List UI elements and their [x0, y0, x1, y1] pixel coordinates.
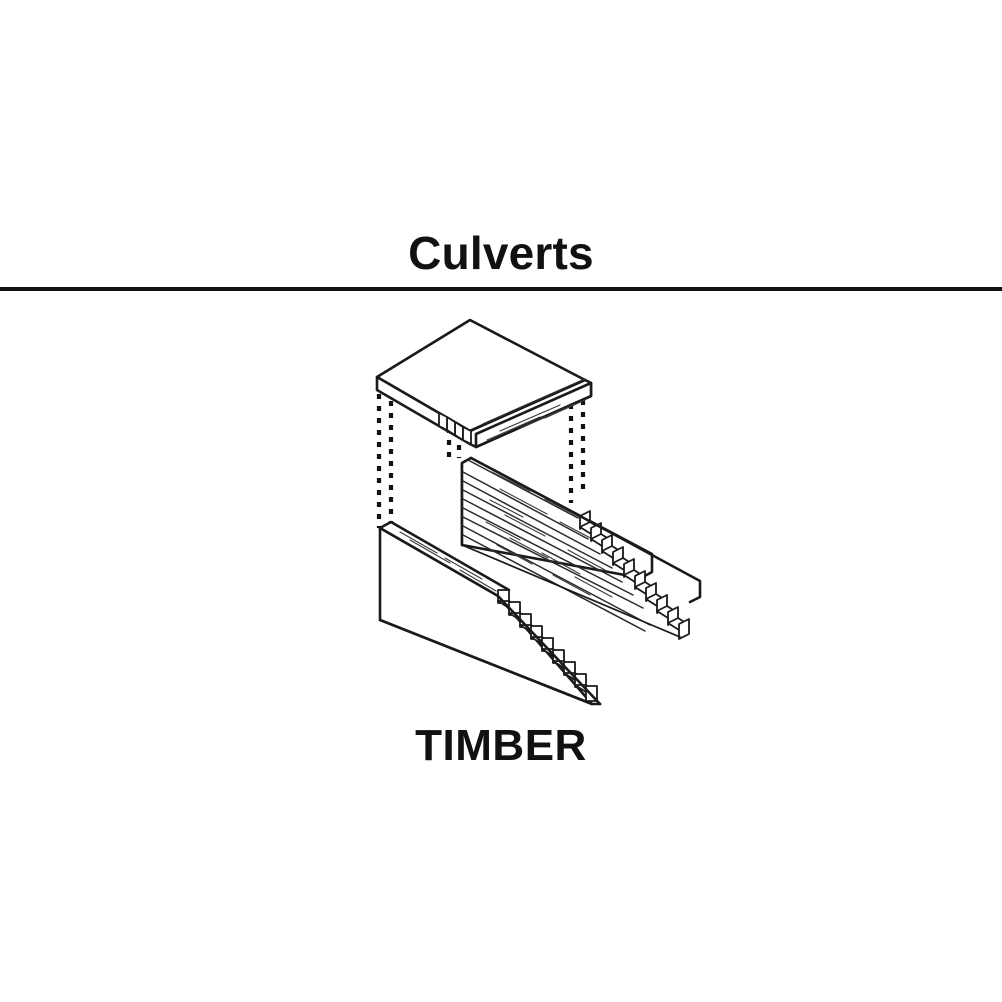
part-stepped-bed [460, 456, 702, 640]
figure-caption: TIMBER [415, 721, 587, 770]
top-deck-plank-ends [438, 412, 472, 445]
part-top-deck [375, 318, 593, 449]
part-side-wall [378, 520, 602, 706]
title-divider-rule [0, 287, 1002, 291]
header-block: Culverts [0, 228, 1002, 291]
stepped-bed-outer-slope [578, 514, 702, 604]
side-wall-top-edge-grain [399, 531, 497, 592]
figure-illustration [0, 300, 1002, 730]
timber-culvert-isometric-drawing [375, 318, 702, 706]
side-wall-step-run-edge [496, 594, 602, 706]
stepped-bed-lower-slope [461, 544, 681, 638]
stepped-bed-grain-texture [485, 471, 613, 598]
top-deck-edge-grain [486, 399, 586, 441]
side-wall-bottom-right-edge [378, 618, 602, 706]
top-deck-front-right-edge [474, 381, 593, 449]
page-title: Culverts [408, 227, 594, 279]
stepped-bed-step-ends [579, 510, 690, 640]
